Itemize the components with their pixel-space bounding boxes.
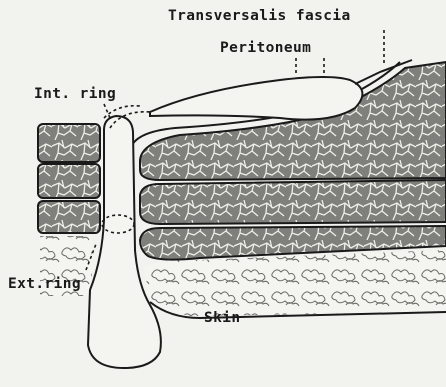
label-ext-ring: Ext.ring [8,276,81,292]
left-muscle-2 [38,164,100,198]
left-muscle-1 [38,124,100,162]
right-muscle-band-2 [140,180,446,224]
leader-int-ring [104,104,110,118]
label-skin: Skin [204,310,241,326]
label-transversalis-fascia: Transversalis fascia [168,8,351,24]
peritoneum-sac [150,77,362,120]
left-muscle-3 [38,201,100,233]
label-int-ring: Int. ring [34,86,116,102]
label-peritoneum: Peritoneum [220,40,311,56]
